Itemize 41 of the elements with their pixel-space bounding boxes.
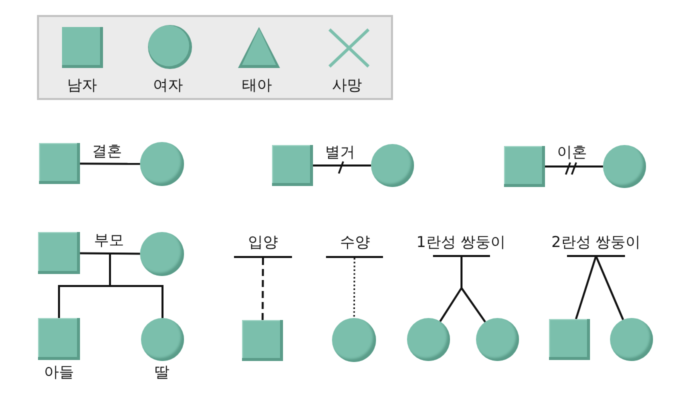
legend-label: 사망 — [332, 76, 362, 94]
symbol-caption: 아들 — [44, 363, 74, 381]
connector-line — [109, 254, 111, 287]
circle-symbol — [332, 318, 376, 362]
circle-symbol — [371, 144, 414, 187]
legend-label: 여자 — [153, 76, 183, 94]
square-symbol — [38, 232, 80, 274]
edge-label: 결혼 — [90, 142, 124, 160]
connector-line — [110, 285, 164, 318]
connector-line — [262, 258, 264, 320]
square-symbol — [242, 320, 283, 361]
symbol-caption: 입양 — [248, 233, 278, 251]
symbol-caption: 딸 — [154, 363, 170, 381]
connector-line — [313, 164, 371, 166]
square-symbol — [549, 319, 590, 360]
connector-line — [80, 162, 140, 165]
symbol-caption: 2란성 쌍둥이 — [551, 233, 641, 251]
circle-symbol — [141, 318, 184, 361]
connector-line — [58, 285, 110, 318]
symbol-caption: 수양 — [340, 233, 370, 251]
legend-label: 태아 — [242, 76, 272, 94]
circle-symbol — [610, 318, 653, 361]
connector-line — [353, 258, 356, 318]
edge-label: 부모 — [92, 231, 126, 249]
connector-line — [575, 256, 597, 320]
connector-line — [80, 252, 140, 255]
square-symbol — [504, 146, 545, 187]
connector-line — [545, 166, 603, 168]
square-symbol — [39, 143, 80, 184]
connector-line — [595, 256, 624, 320]
legend-label: 남자 — [67, 76, 97, 94]
connector-line — [460, 257, 486, 322]
circle-symbol — [407, 318, 450, 361]
circle-symbol — [476, 318, 519, 361]
circle-symbol — [140, 232, 184, 276]
circle-symbol — [140, 142, 184, 186]
edge-label: 이혼 — [555, 143, 589, 161]
symbol-caption: 1란성 쌍둥이 — [416, 233, 506, 251]
square-symbol — [272, 145, 313, 186]
square-symbol — [38, 318, 80, 360]
circle-symbol — [603, 145, 646, 188]
